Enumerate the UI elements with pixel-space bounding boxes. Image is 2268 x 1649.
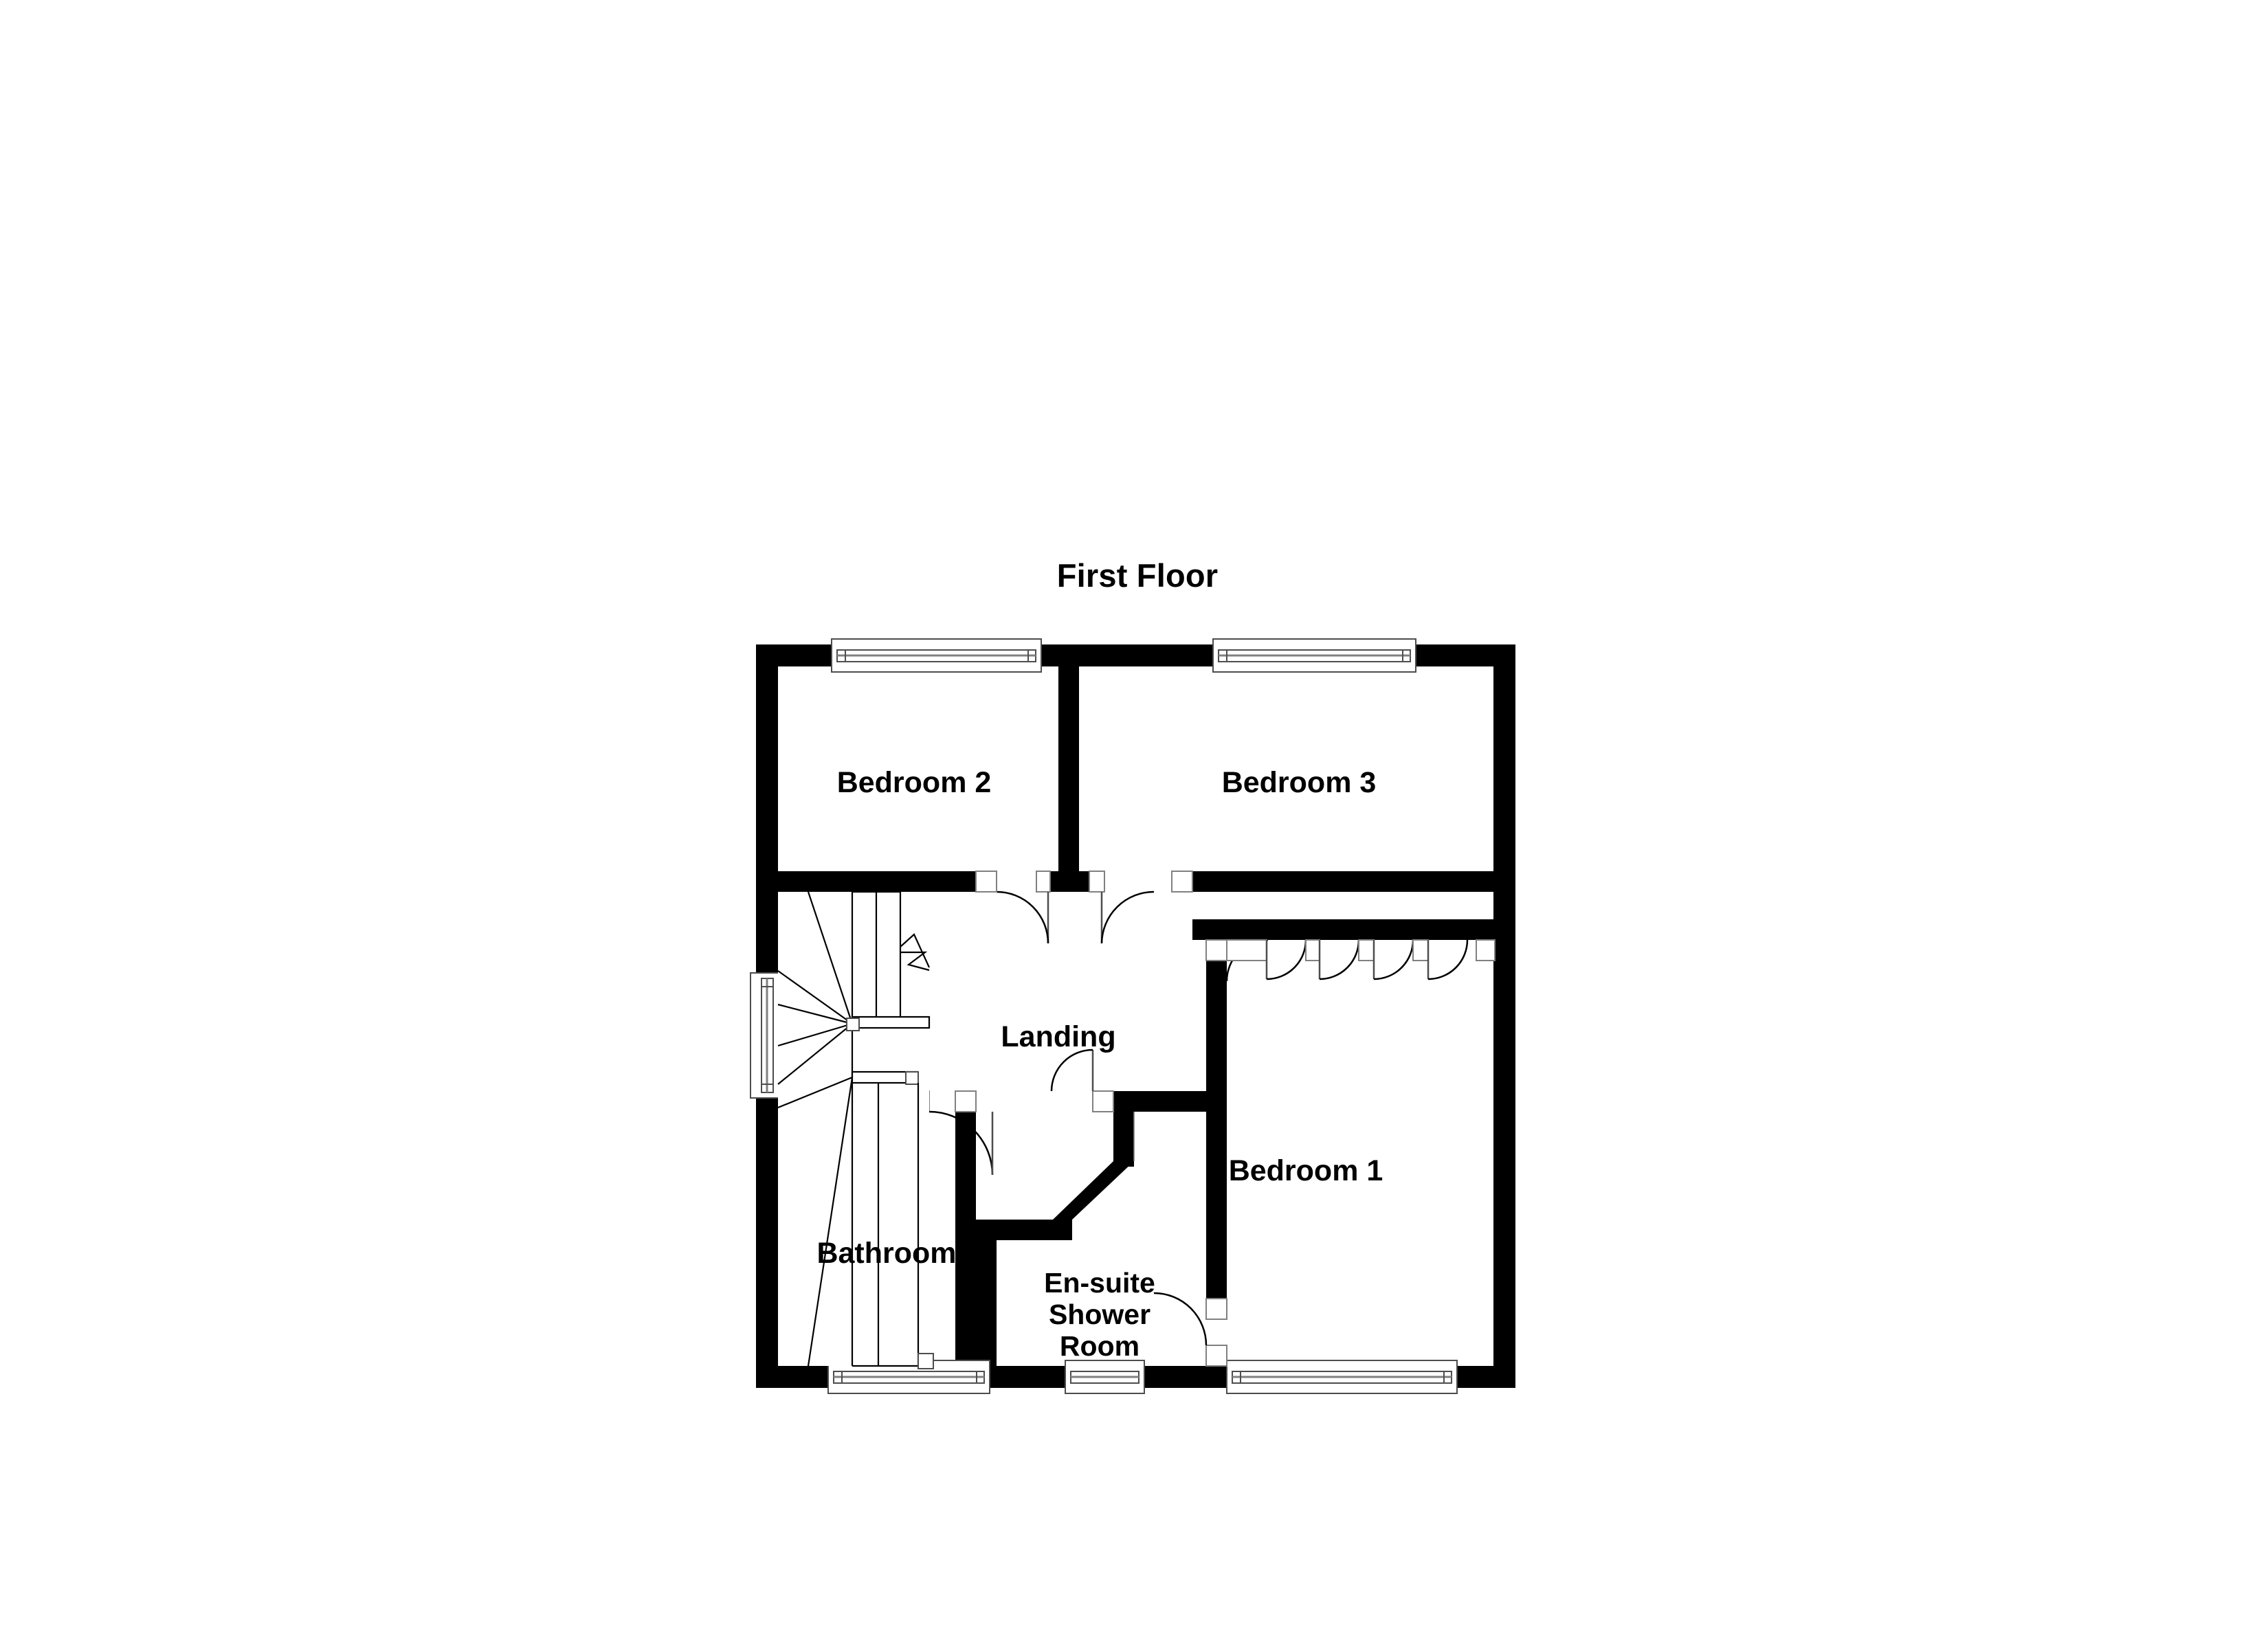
window-bedroom1-south xyxy=(1226,1360,1458,1394)
staircase xyxy=(777,890,934,1369)
wall-bed3-south xyxy=(1192,871,1495,892)
wall-south-d xyxy=(1457,1366,1515,1388)
door-ensuite xyxy=(1153,1292,1227,1367)
window-bedroom3-north xyxy=(1212,638,1416,673)
door-bedroom3 xyxy=(1089,871,1193,944)
wall-south-b xyxy=(990,1366,1065,1388)
window-bathroom-south xyxy=(827,1360,990,1394)
door-bedroom2 xyxy=(975,871,1051,944)
wall-ensuite-nw xyxy=(1113,1091,1134,1167)
wall-bathroom-east xyxy=(955,1168,976,1388)
interior-walls xyxy=(778,644,1495,1388)
door-bedroom1 xyxy=(1205,939,1269,982)
wall-east xyxy=(1493,644,1515,1388)
windows-group xyxy=(750,638,1458,1394)
wall-west-a xyxy=(756,644,778,973)
door-wardrobe-2 xyxy=(1305,939,1360,980)
door-ensuite-lobby xyxy=(1050,1048,1114,1112)
door-wardrobe-4 xyxy=(1412,939,1496,980)
door-jamb-landing xyxy=(955,1090,977,1112)
wall-bed1-north-return xyxy=(1192,919,1219,940)
exterior-walls xyxy=(756,644,1515,1388)
wall-west-b xyxy=(756,1098,778,1388)
wall-bed1-north xyxy=(1206,919,1495,940)
door-wardrobe-3 xyxy=(1358,939,1414,980)
wall-between-bed2-bed3 xyxy=(1058,644,1079,871)
wall-ensuite-east xyxy=(1206,961,1227,1299)
wall-south-a xyxy=(756,1366,828,1388)
wall-south-c xyxy=(1144,1366,1227,1388)
doors-group xyxy=(908,871,1496,1367)
wall-bed2-bed3-stub xyxy=(1048,871,1089,892)
page-title: First Floor xyxy=(1056,557,1219,594)
window-bedroom2-north xyxy=(831,638,1042,673)
wall-bed2-south xyxy=(778,871,976,892)
window-ensuite-south xyxy=(1065,1360,1145,1394)
door-wardrobe-1 xyxy=(1226,939,1307,980)
